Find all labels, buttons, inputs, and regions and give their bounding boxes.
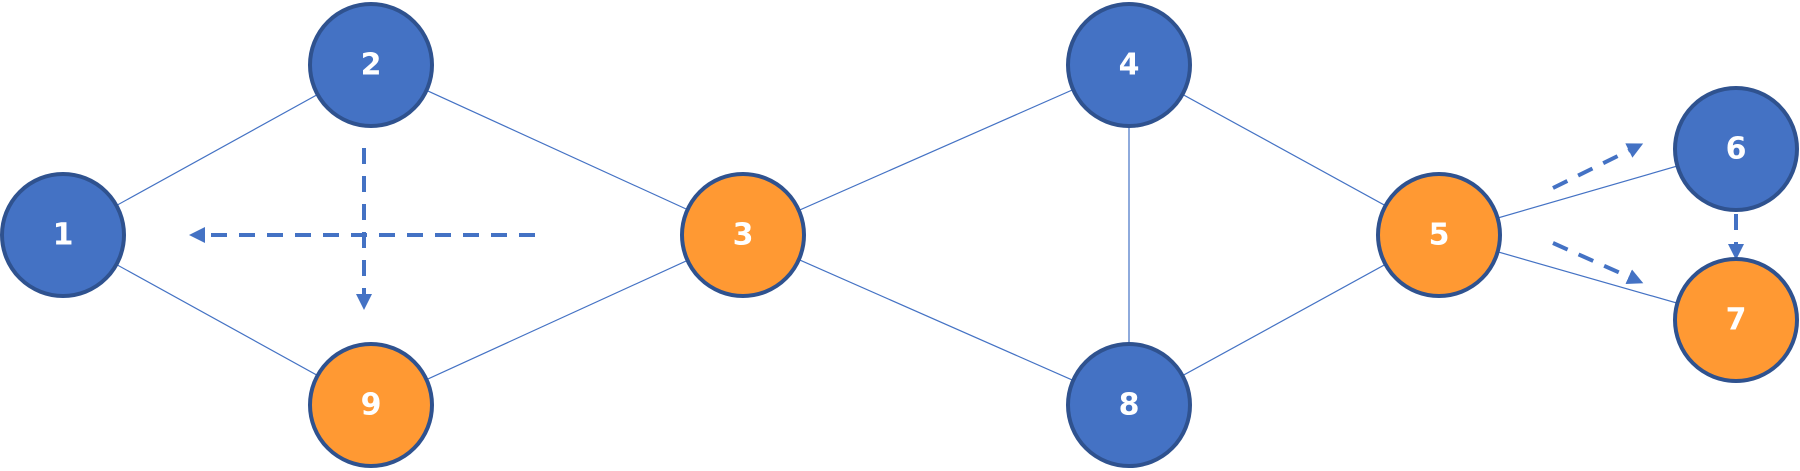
node-3-label: 3	[733, 218, 754, 253]
node-3-circle	[680, 172, 806, 298]
edge-3-4	[742, 64, 1130, 236]
node-6-circle	[1673, 86, 1799, 212]
node-6: 6	[1673, 86, 1799, 212]
node-5-circle	[1376, 172, 1502, 298]
node-6-label: 6	[1726, 132, 1747, 167]
node-4: 4	[1066, 2, 1192, 128]
edge-2-3	[370, 64, 744, 236]
node-3: 3	[680, 172, 806, 298]
node-5-label: 5	[1429, 218, 1450, 253]
node-2-label: 2	[361, 48, 382, 83]
node-8-label: 8	[1119, 388, 1140, 423]
node-9-label: 9	[361, 388, 382, 423]
node-1: 1	[0, 172, 126, 298]
node-8-circle	[1066, 342, 1192, 468]
node-9: 9	[308, 342, 434, 468]
edge-3-8	[742, 234, 1130, 406]
node-2-circle	[308, 2, 434, 128]
node-2: 2	[308, 2, 434, 128]
node-9-circle	[308, 342, 434, 468]
node-1-circle	[0, 172, 126, 298]
dashed-arrow-to-6	[1552, 143, 1644, 190]
node-1-label: 1	[53, 218, 74, 253]
node-8: 8	[1066, 342, 1192, 468]
edge-9-3	[370, 234, 744, 406]
node-5: 5	[1376, 172, 1502, 298]
node-7-label: 7	[1726, 303, 1747, 338]
node-7-circle	[1673, 257, 1799, 383]
dashed-arrows	[189, 143, 1744, 310]
dashed-arrow-to-7	[1552, 241, 1644, 285]
node-7: 7	[1673, 257, 1799, 383]
node-4-label: 4	[1119, 48, 1140, 83]
node-4-circle	[1066, 2, 1192, 128]
